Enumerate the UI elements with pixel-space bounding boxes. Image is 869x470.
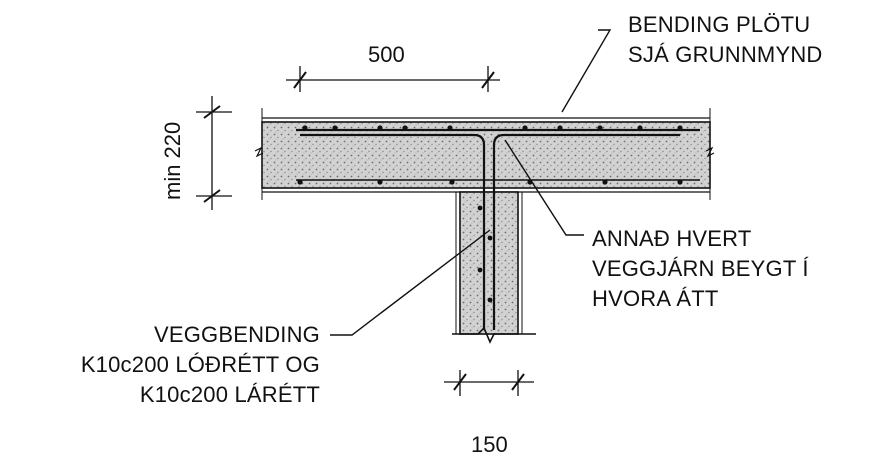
dimension-label-lap-length: 500 [368, 42, 405, 67]
wall-bars-bent-label: ANNAÐ HVERT VEGGJÁRN BEYGT Í HVORA ÁTT [592, 224, 809, 314]
rebar-dots [297, 125, 683, 303]
slab-reinforcement-label-line1: BENDING PLÖTU [628, 12, 811, 37]
leader-lines [330, 29, 612, 336]
slab-reinforcement-bars [296, 128, 700, 181]
dimension-wall-thickness [444, 370, 534, 396]
wall-reinforcement-label-line3: K10c200 LÁRÉTT [139, 382, 320, 407]
wall-bars-bent-label-line2: VEGGJÁRN BEYGT Í [592, 256, 809, 281]
wall-reinforcement-label: VEGGBENDING K10c200 LÓÐRÉTT OG K10c200 L… [81, 320, 320, 410]
dimension-label-slab-thickness: min 220 [160, 121, 185, 200]
dimension-slab-thickness [196, 96, 232, 210]
wall-bars-bent-label-line3: HVORA ÁTT [592, 286, 719, 311]
wall-reinforcement-label-line1: VEGGBENDING [153, 322, 320, 347]
slab [254, 108, 715, 200]
wall-bars-bent-label-line1: ANNAÐ HVERT [592, 226, 752, 251]
wall-reinforcement-label-line2: K10c200 LÓÐRÉTT OG [80, 352, 320, 377]
wall-bars-bent [300, 133, 680, 330]
dimension-lap-length [286, 66, 500, 92]
dimension-label-wall-thickness: 150 [471, 432, 508, 457]
wall [452, 191, 536, 344]
slab-reinforcement-label: BENDING PLÖTU SJÁ GRUNNMYND [628, 10, 823, 70]
slab-reinforcement-label-line2: SJÁ GRUNNMYND [628, 42, 823, 67]
